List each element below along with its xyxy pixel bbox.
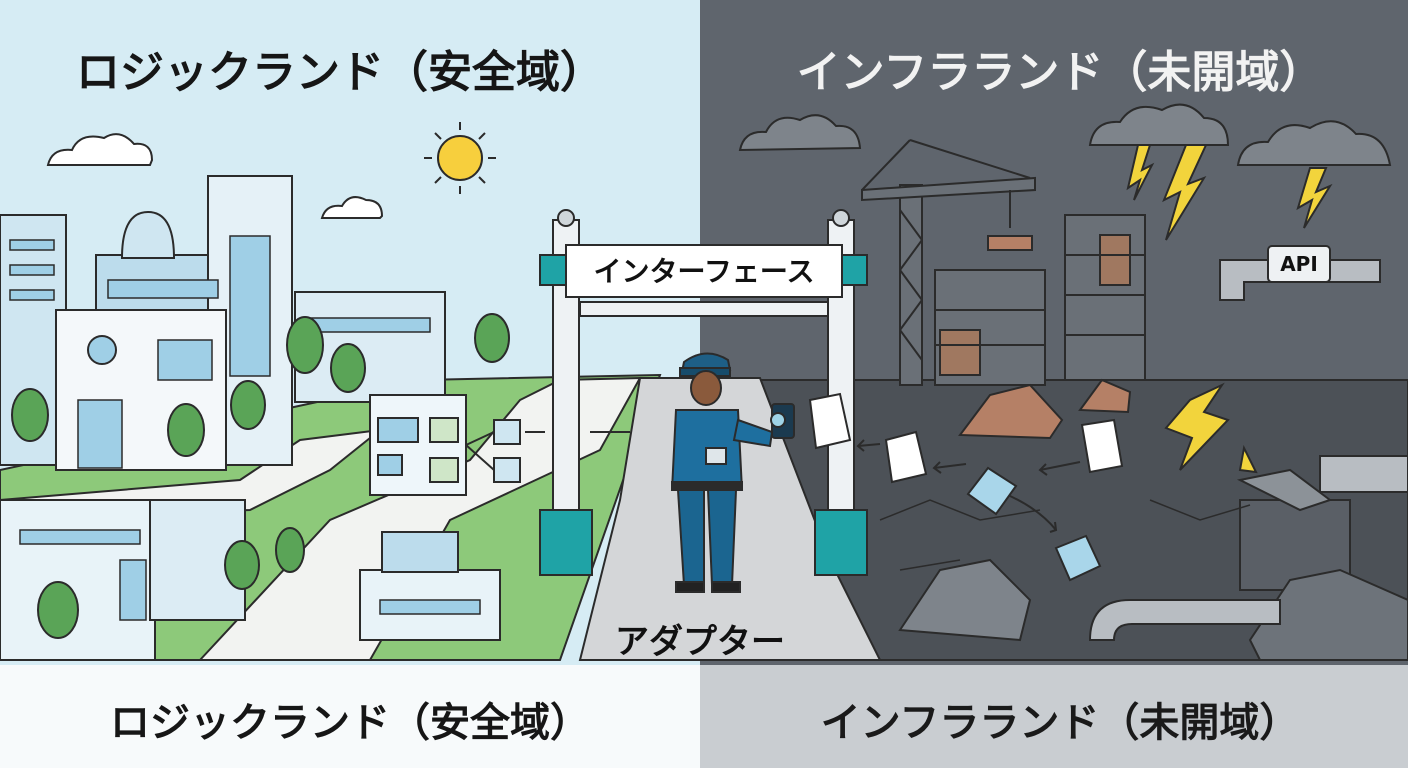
infra-land-caption: インフラランド（未開域） [820,700,1300,746]
lightning-icon [1162,144,1208,241]
data-flow-arrow [856,439,1081,533]
dome [120,210,176,259]
storm-cloud-icon [738,114,862,152]
rubble [958,383,1064,440]
tree [330,343,366,393]
lightning-icon [1238,444,1258,474]
window [19,529,141,545]
tree [474,313,510,363]
magnifier-icon [770,412,786,428]
cube-icon [1054,534,1102,582]
window [107,279,219,299]
api-sign [1267,245,1331,283]
interface-gate [539,209,868,576]
lightning-icon [1126,144,1155,201]
api-label: API [1280,252,1318,276]
window [229,235,271,377]
document-icon [1080,418,1124,474]
tree [275,527,305,573]
tree [224,540,260,590]
lightning-icon [1164,382,1230,471]
flowchart-board [369,394,630,496]
sun-icon [424,122,496,194]
building [381,531,459,573]
rubble [1236,468,1333,512]
window [77,399,123,469]
window [157,339,213,381]
rubble [898,558,1032,642]
infra-bottom-band [700,665,1408,768]
tree [11,388,49,442]
window [87,335,117,365]
cloud-icon [46,133,154,166]
cube-icon [966,466,1018,516]
tree [37,581,79,639]
rubble [1248,568,1408,661]
window [309,317,431,333]
window [379,599,481,615]
logic-land-caption: ロジックランド（安全域） [110,700,590,746]
cloud-icon [320,196,384,219]
tree [286,316,324,374]
logic-bottom-band [0,665,710,768]
window [9,239,55,251]
tree [230,380,266,430]
rubble [1078,378,1132,414]
construction-crane [861,139,1036,386]
interface-sign [565,244,843,298]
lightning-icon [1296,167,1333,229]
document-icon [808,392,852,450]
ground-crack [879,499,1251,571]
adapter-label: アダプター [615,622,785,662]
interface-label: インターフェース [593,255,815,288]
window [119,559,147,621]
adapter-officer [670,352,795,593]
document-icon [884,430,928,484]
tree [167,403,205,457]
infra-land-title: インフラランド（未開域） [796,47,1324,98]
window [9,264,55,276]
storm-cloud-icon [1236,120,1392,166]
logic-land-title: ロジックランド（安全域） [76,47,604,98]
storm-cloud-icon [1088,103,1230,146]
window [9,289,55,301]
